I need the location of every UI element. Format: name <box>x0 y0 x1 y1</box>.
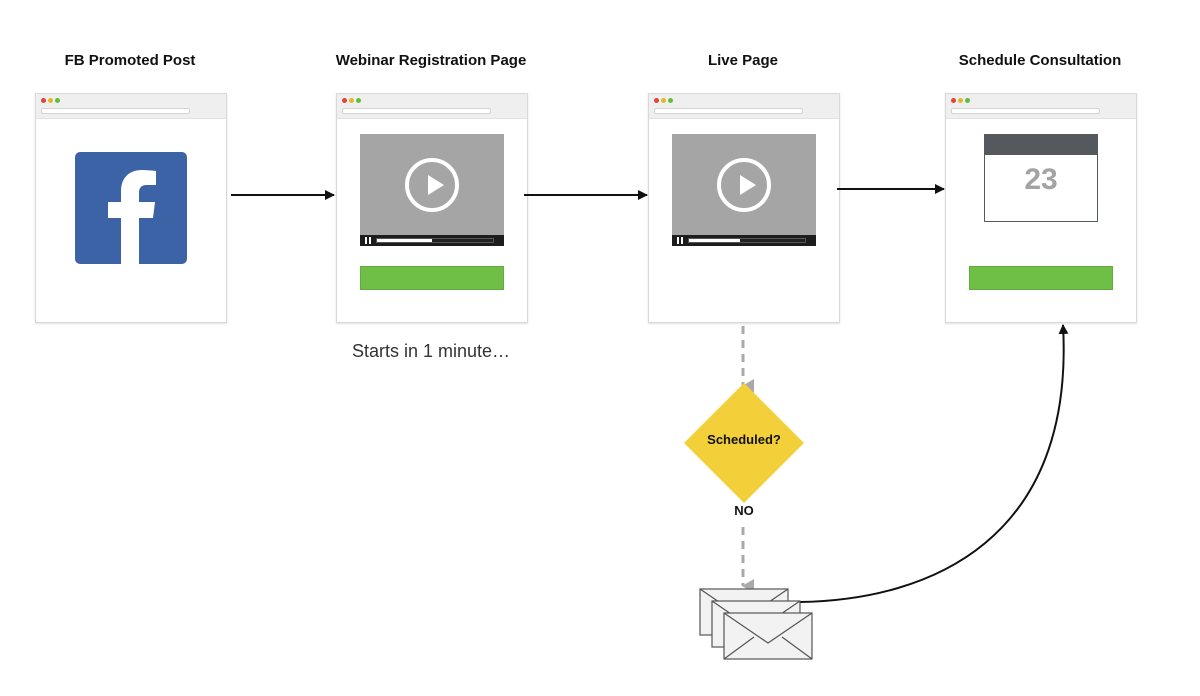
play-icon <box>405 158 459 212</box>
minimize-dot-icon <box>349 98 354 103</box>
video-progress-track <box>376 238 494 243</box>
address-bar <box>342 108 491 114</box>
browser-bar <box>946 94 1136 119</box>
maximize-dot-icon <box>356 98 361 103</box>
video-controls <box>360 235 504 246</box>
calendar-day: 23 <box>1024 163 1058 196</box>
pause-icon <box>364 237 372 244</box>
stage-title-consultation: Schedule Consultation <box>958 52 1122 69</box>
maximize-dot-icon <box>668 98 673 103</box>
close-dot-icon <box>41 98 46 103</box>
video-progress-fill <box>689 239 741 242</box>
video-progress-track <box>688 238 806 243</box>
calendar-icon: 23 <box>984 134 1098 222</box>
calendar-header <box>985 135 1097 155</box>
video-progress-fill <box>377 239 432 242</box>
schedule-button <box>969 266 1113 290</box>
arrow-email-to-consultation <box>799 324 1069 603</box>
registration-caption: Starts in 1 minute… <box>351 341 511 361</box>
address-bar <box>654 108 803 114</box>
video-player-icon <box>360 134 504 246</box>
consultation-window: 23 <box>945 93 1137 323</box>
stage-title-fb: FB Promoted Post <box>64 52 196 69</box>
maximize-dot-icon <box>55 98 60 103</box>
browser-bar <box>36 94 226 119</box>
address-bar <box>951 108 1100 114</box>
fb-post-window <box>35 93 227 323</box>
play-icon <box>717 158 771 212</box>
decision-label: Scheduled? <box>707 432 781 447</box>
decision-branch-label: NO <box>734 503 754 518</box>
minimize-dot-icon <box>48 98 53 103</box>
facebook-logo-icon <box>75 152 187 264</box>
stage-title-live: Live Page <box>707 52 779 69</box>
address-bar <box>41 108 190 114</box>
pause-icon <box>676 237 684 244</box>
close-dot-icon <box>342 98 347 103</box>
live-page-window <box>648 93 840 323</box>
close-dot-icon <box>654 98 659 103</box>
browser-bar <box>649 94 839 119</box>
video-controls <box>672 235 816 246</box>
video-player-icon <box>672 134 816 246</box>
close-dot-icon <box>951 98 956 103</box>
decision-diamond <box>684 383 804 503</box>
browser-bar <box>337 94 527 119</box>
registration-window <box>336 93 528 323</box>
email-envelopes-icon <box>699 588 813 660</box>
register-button <box>360 266 504 290</box>
minimize-dot-icon <box>661 98 666 103</box>
stage-title-registration: Webinar Registration Page <box>335 52 527 69</box>
maximize-dot-icon <box>965 98 970 103</box>
minimize-dot-icon <box>958 98 963 103</box>
